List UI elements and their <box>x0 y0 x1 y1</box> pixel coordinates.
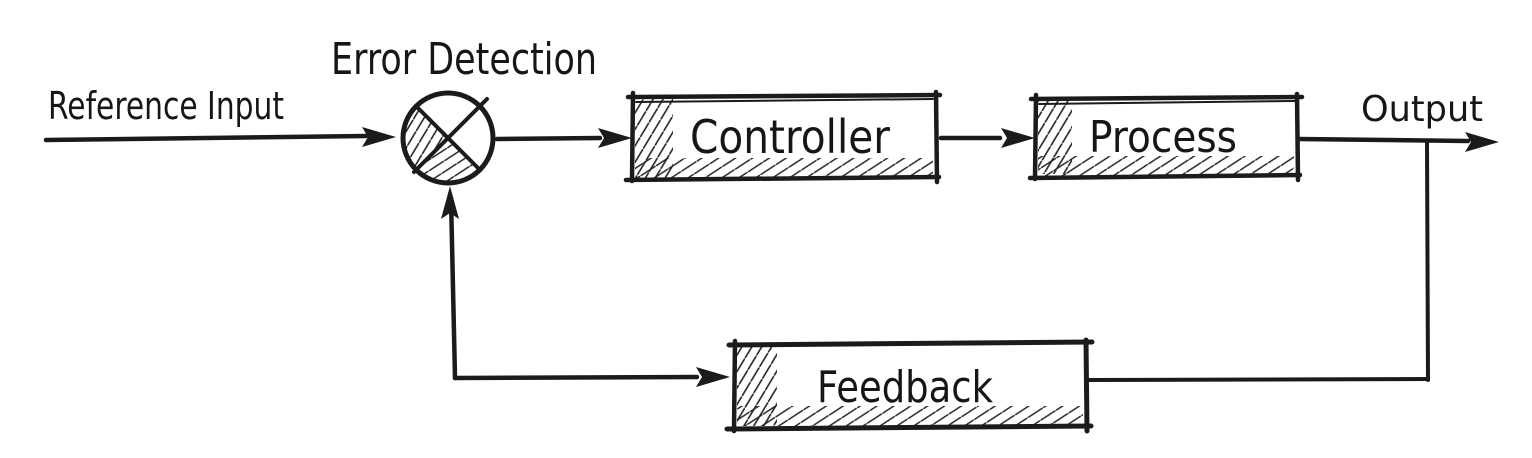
edge-line <box>494 135 603 142</box>
feedback-node: Feedback <box>724 337 1095 434</box>
arrowhead-right-icon <box>598 128 632 148</box>
box-border-top <box>625 92 943 100</box>
arrowhead-right-icon <box>362 127 396 147</box>
feedback-label: Feedback <box>817 362 993 413</box>
branch-horizontal-line <box>1084 377 1430 382</box>
controller-label: Controller <box>690 110 890 164</box>
edge-process-to-output <box>1295 132 1499 152</box>
box-border-bottom <box>724 423 1094 432</box>
branch-vertical-line <box>1425 141 1430 382</box>
output-label: Output <box>1361 89 1483 130</box>
hatch-texture-bottom <box>635 158 933 178</box>
box-border-bottom <box>1027 172 1303 181</box>
edge-line <box>452 374 700 381</box>
box-border-left <box>731 338 738 434</box>
edge-line <box>43 133 369 143</box>
edge-output-branch-to-feedback <box>1084 141 1430 382</box>
box-border-top <box>726 339 1095 348</box>
arrowhead-right-icon <box>696 367 730 387</box>
box-border-left <box>1032 92 1039 182</box>
junction-x-diagonal-2 <box>412 97 489 174</box>
controller-node: Controller <box>623 89 943 185</box>
error-detection-label: Error Detection <box>331 34 597 85</box>
edge-reference-to-junction <box>43 127 396 147</box>
edge-line <box>1295 136 1471 144</box>
reference-input-label: Reference Input <box>48 84 284 128</box>
box-border-top-overdraw <box>635 98 934 103</box>
arrowhead-up-icon <box>441 186 459 219</box>
box-border-left <box>629 90 636 184</box>
box-border-top-overdraw <box>1038 100 1296 105</box>
edge-into-feedback <box>452 367 730 387</box>
hatch-texture-bottom <box>1038 156 1294 176</box>
edge-junction-to-controller <box>494 128 632 148</box>
arrowhead-right-icon <box>1001 128 1035 148</box>
junction-circle <box>400 90 496 186</box>
arrowhead-right-icon <box>1465 132 1499 152</box>
box-border-right <box>933 89 940 185</box>
edge-line <box>448 195 458 381</box>
process-label: Process <box>1089 112 1237 163</box>
summing-junction-node <box>400 90 496 186</box>
process-node: Process <box>1027 91 1305 183</box>
edge-controller-to-process <box>938 128 1035 148</box>
hatch-texture-bottom-wedge <box>412 138 484 182</box>
box-border-bottom <box>623 174 942 183</box>
box-border-top <box>1028 94 1305 102</box>
box-border-right <box>1083 337 1090 434</box>
hatch-texture-bottom <box>737 406 1083 426</box>
edge-return-to-junction <box>441 186 459 381</box>
